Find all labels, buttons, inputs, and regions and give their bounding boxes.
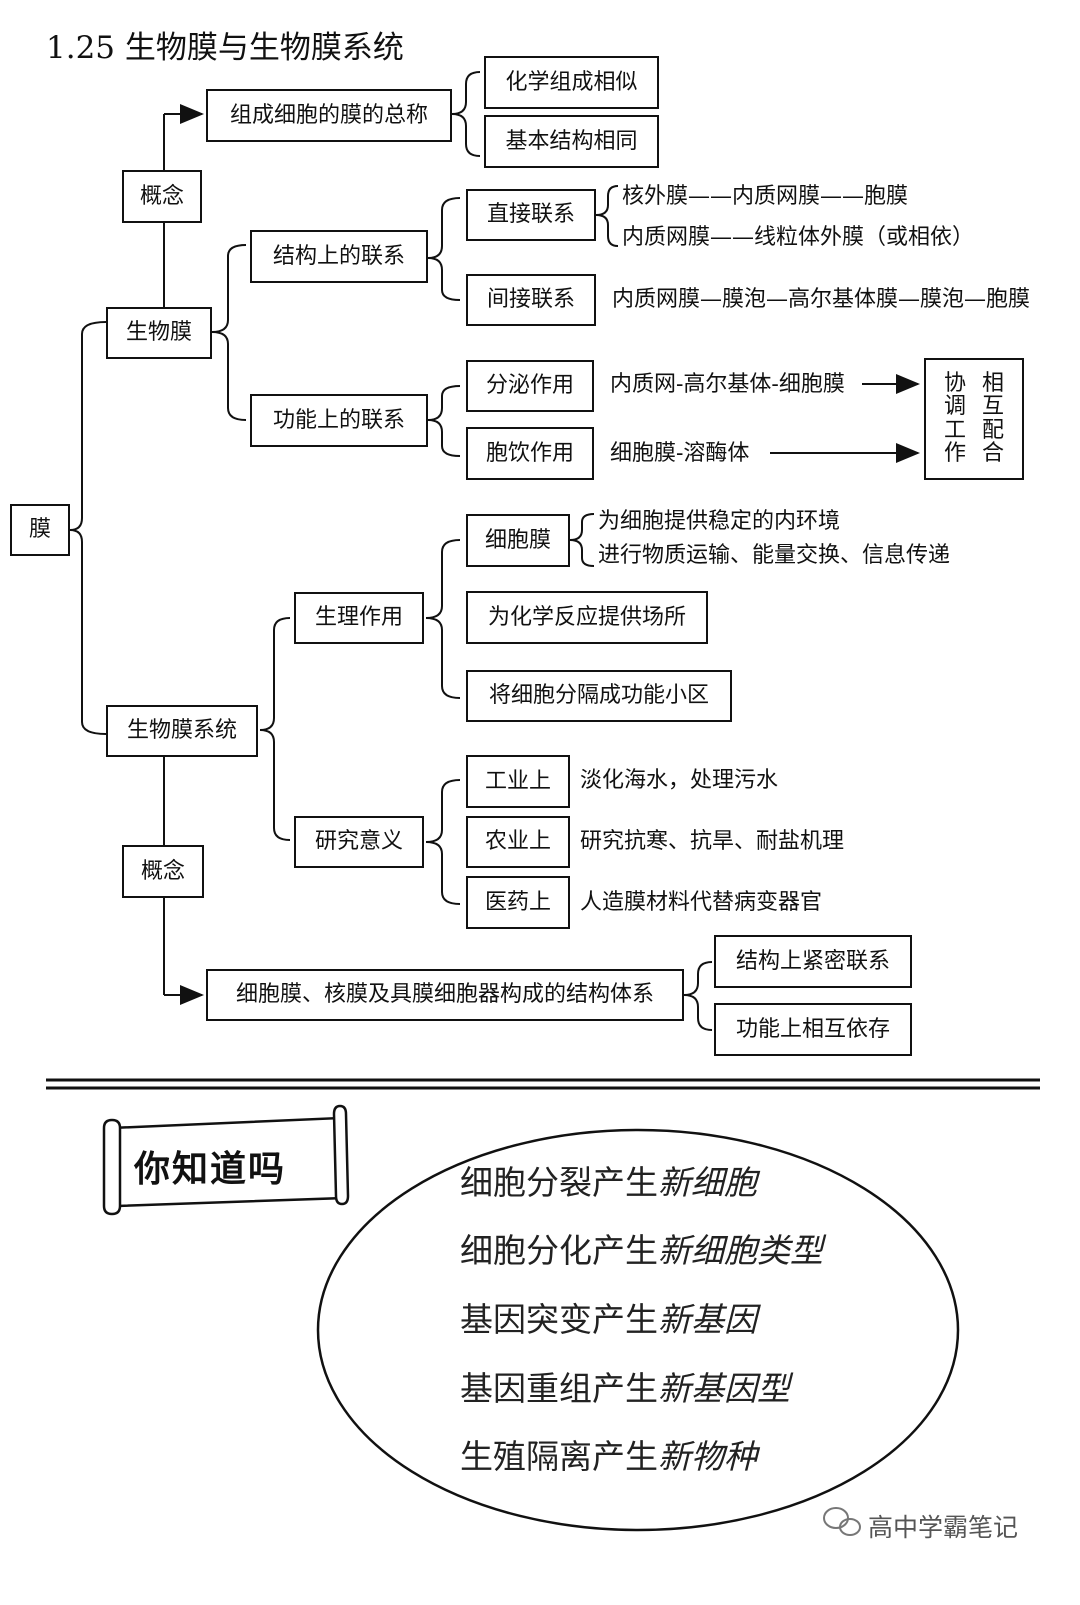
coord-char: 调	[943, 394, 966, 420]
phys-brace-top	[425, 539, 461, 619]
bm-brace-bottom	[211, 331, 247, 421]
node-agriculture: 农业上	[466, 816, 570, 868]
coordination-col-1: 协 调 工 作	[944, 373, 966, 465]
watermark: 高中学霸笔记	[868, 1513, 1019, 1542]
struct-brace-top	[427, 197, 461, 259]
coord-char: 合	[982, 440, 1005, 466]
know-plain: 生殖隔离产生	[460, 1437, 658, 1476]
node-direct: 直接联系	[466, 189, 596, 241]
indirect-text: 内质网膜—膜泡—高尔基体膜—膜泡—胞膜	[612, 287, 1031, 312]
node-medicine: 医药上	[466, 876, 570, 929]
root-brace-upper	[69, 321, 107, 531]
research-brace-bottom	[425, 841, 461, 905]
research-brace-top	[425, 779, 461, 843]
know-plain: 细胞分裂产生	[460, 1163, 658, 1202]
node-sys-concept-item-1: 结构上紧密联系	[714, 935, 912, 988]
coordination-col-2: 相 互 配 合	[982, 373, 1004, 465]
node-industry: 工业上	[466, 755, 570, 808]
know-italic: 新物种	[658, 1437, 757, 1476]
speech-ellipse	[316, 1128, 960, 1532]
know-plain: 基因重组产生	[460, 1369, 658, 1408]
node-bm-concept-item-1: 化学组成相似	[484, 56, 659, 109]
node-biomembrane: 生物膜	[106, 307, 212, 359]
coord-char: 互	[982, 394, 1005, 420]
know-item-4: 基因重组产生新基因型	[460, 1372, 790, 1405]
cm-brace-bottom	[569, 539, 595, 567]
node-bm-concept-item-2: 基本结构相同	[484, 115, 659, 168]
separator	[46, 1078, 1040, 1090]
direct-item-2: 内质网膜——线粒体外膜（或相依）	[622, 225, 975, 250]
know-item-3: 基因突变产生新基因	[460, 1303, 757, 1336]
node-bm-concept: 概念	[122, 170, 202, 223]
node-coordination: 协 调 工 作 相 互 配 合	[924, 358, 1024, 480]
know-italic: 新基因	[658, 1300, 757, 1339]
node-pinocytosis: 胞饮作用	[466, 427, 594, 480]
phys-brace-bottom	[425, 617, 461, 699]
node-sys-concept-item-2: 功能上相互依存	[714, 1003, 912, 1056]
know-item-2: 细胞分化产生新细胞类型	[460, 1234, 823, 1267]
concept-brace-bottom	[451, 113, 481, 157]
did-you-know-banner: 你知道吗	[134, 1149, 287, 1190]
node-secretion: 分泌作用	[466, 360, 594, 412]
bm-brace-top	[211, 244, 247, 333]
node-function: 功能上的联系	[250, 394, 428, 447]
cm-item-1: 为细胞提供稳定的内环境	[598, 509, 841, 534]
know-italic: 新细胞	[658, 1163, 757, 1202]
medicine-text: 人造膜材料代替病变器官	[580, 890, 823, 915]
coord-char: 配	[982, 417, 1005, 443]
coord-char: 相	[982, 371, 1005, 396]
node-phys-item-2: 将细胞分隔成功能小区	[466, 670, 732, 722]
sysc-brace-bottom	[683, 994, 713, 1031]
industry-text: 淡化海水，处理污水	[580, 768, 779, 793]
coord-char: 协	[943, 371, 966, 396]
direct-item-1: 核外膜——内质网膜——胞膜	[622, 184, 909, 209]
node-bm-concept-box: 组成细胞的膜的总称	[206, 89, 452, 142]
struct-brace-bottom	[427, 257, 461, 301]
node-physiology: 生理作用	[294, 592, 424, 644]
coord-char: 作	[943, 440, 966, 466]
know-plain: 细胞分化产生	[460, 1231, 658, 1270]
node-structure: 结构上的联系	[250, 230, 428, 283]
know-plain: 基因突变产生	[460, 1300, 658, 1339]
pinocytosis-text: 细胞膜-溶酶体	[610, 441, 750, 466]
func-brace-top	[427, 385, 461, 421]
concept-brace-top	[451, 71, 481, 115]
direct-brace-top	[595, 185, 619, 216]
node-sys-concept: 概念	[122, 845, 204, 898]
know-item-5: 生殖隔离产生新物种	[460, 1440, 757, 1473]
page-title: 1.25 生物膜与生物膜系统	[46, 30, 404, 66]
sysc-brace-top	[683, 961, 713, 996]
sys-brace-bottom	[259, 729, 291, 841]
node-sys-concept-box: 细胞膜、核膜及具膜细胞器构成的结构体系	[206, 969, 684, 1021]
scroll-banner	[102, 1104, 350, 1216]
cm-brace-top	[569, 513, 595, 541]
wechat-icon	[823, 1507, 861, 1536]
node-root: 膜	[10, 504, 70, 556]
know-italic: 新基因型	[658, 1369, 790, 1408]
node-system: 生物膜系统	[106, 705, 258, 757]
know-italic: 新细胞类型	[658, 1231, 823, 1270]
direct-brace-bottom	[595, 214, 619, 247]
know-item-1: 细胞分裂产生新细胞	[460, 1166, 757, 1199]
secretion-text: 内质网-高尔基体-细胞膜	[610, 372, 845, 397]
node-research: 研究意义	[294, 816, 424, 868]
cm-item-2: 进行物质运输、能量交换、信息传递	[598, 543, 951, 568]
node-indirect: 间接联系	[466, 274, 596, 326]
func-brace-bottom	[427, 419, 461, 457]
coord-char: 工	[943, 417, 966, 443]
root-brace-lower	[69, 529, 107, 735]
sys-brace-top	[259, 617, 291, 731]
node-phys-item-1: 为化学反应提供场所	[466, 591, 708, 644]
agriculture-text: 研究抗寒、抗旱、耐盐机理	[580, 829, 845, 854]
node-cell-membrane: 细胞膜	[466, 514, 570, 567]
